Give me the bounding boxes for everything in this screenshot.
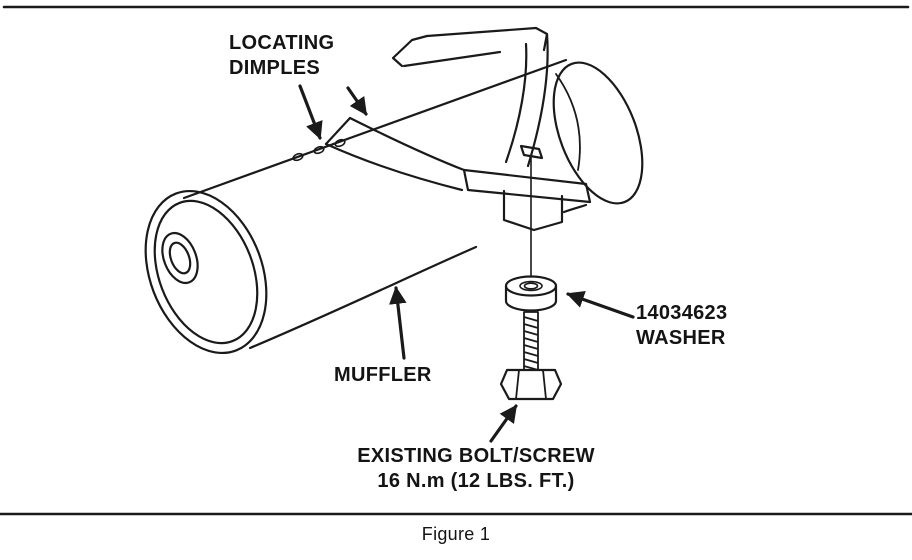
label-locating-dimples-line2: DIMPLES	[229, 57, 320, 79]
muffler-bottom-edge-right	[562, 203, 588, 214]
label-existing-bolt-line1: EXISTING BOLT/SCREW	[357, 445, 595, 467]
label-existing-bolt: EXISTING BOLT/SCREW 16 N.m (12 LBS. FT.)	[342, 444, 610, 494]
label-washer-text: WASHER	[636, 327, 726, 349]
locating-dimples-drawing	[292, 138, 346, 162]
muffler-left-endcap	[144, 189, 268, 355]
label-muffler: MUFFLER	[334, 363, 432, 388]
label-locating-dimples: LOCATING DIMPLES	[229, 31, 334, 81]
arrow-to-washer	[566, 290, 635, 319]
washer-drawing	[504, 275, 558, 312]
muffler-left-endcap-seam	[153, 199, 259, 345]
muffler-top-edge	[182, 58, 568, 200]
arrow-to-bolt	[489, 404, 518, 443]
callout-arrows	[298, 84, 635, 443]
label-locating-dimples-line1: LOCATING	[229, 32, 335, 54]
label-muffler-text: MUFFLER	[334, 364, 432, 386]
bolt-head	[499, 368, 563, 401]
inlet-pipe-outer	[161, 231, 199, 285]
frame-hanger-drawing	[391, 26, 549, 168]
label-washer: 14034623 WASHER	[636, 301, 727, 351]
figure-caption: Figure 1	[421, 524, 491, 544]
stud-nut	[519, 144, 544, 160]
muffler-bottom-edge	[248, 245, 478, 350]
hanger-strap-drawing	[324, 116, 466, 192]
bolt-head-facets	[515, 369, 547, 400]
muffler-right-endcap	[552, 61, 644, 205]
arrow-to-dimple-left	[298, 84, 323, 140]
bolt-threads	[523, 311, 539, 371]
arrow-to-dimple-right	[346, 86, 368, 116]
bracket-drawing	[462, 144, 592, 278]
bolt-drawing	[499, 311, 563, 401]
label-existing-bolt-line2: 16 N.m (12 LBS. FT.)	[377, 470, 575, 492]
muffler-drawing	[144, 58, 644, 355]
muffler-right-seam	[555, 73, 581, 171]
label-washer-part-number: 14034623	[636, 302, 728, 324]
inlet-pipe-inner	[168, 241, 192, 275]
arrow-to-muffler	[389, 286, 407, 360]
